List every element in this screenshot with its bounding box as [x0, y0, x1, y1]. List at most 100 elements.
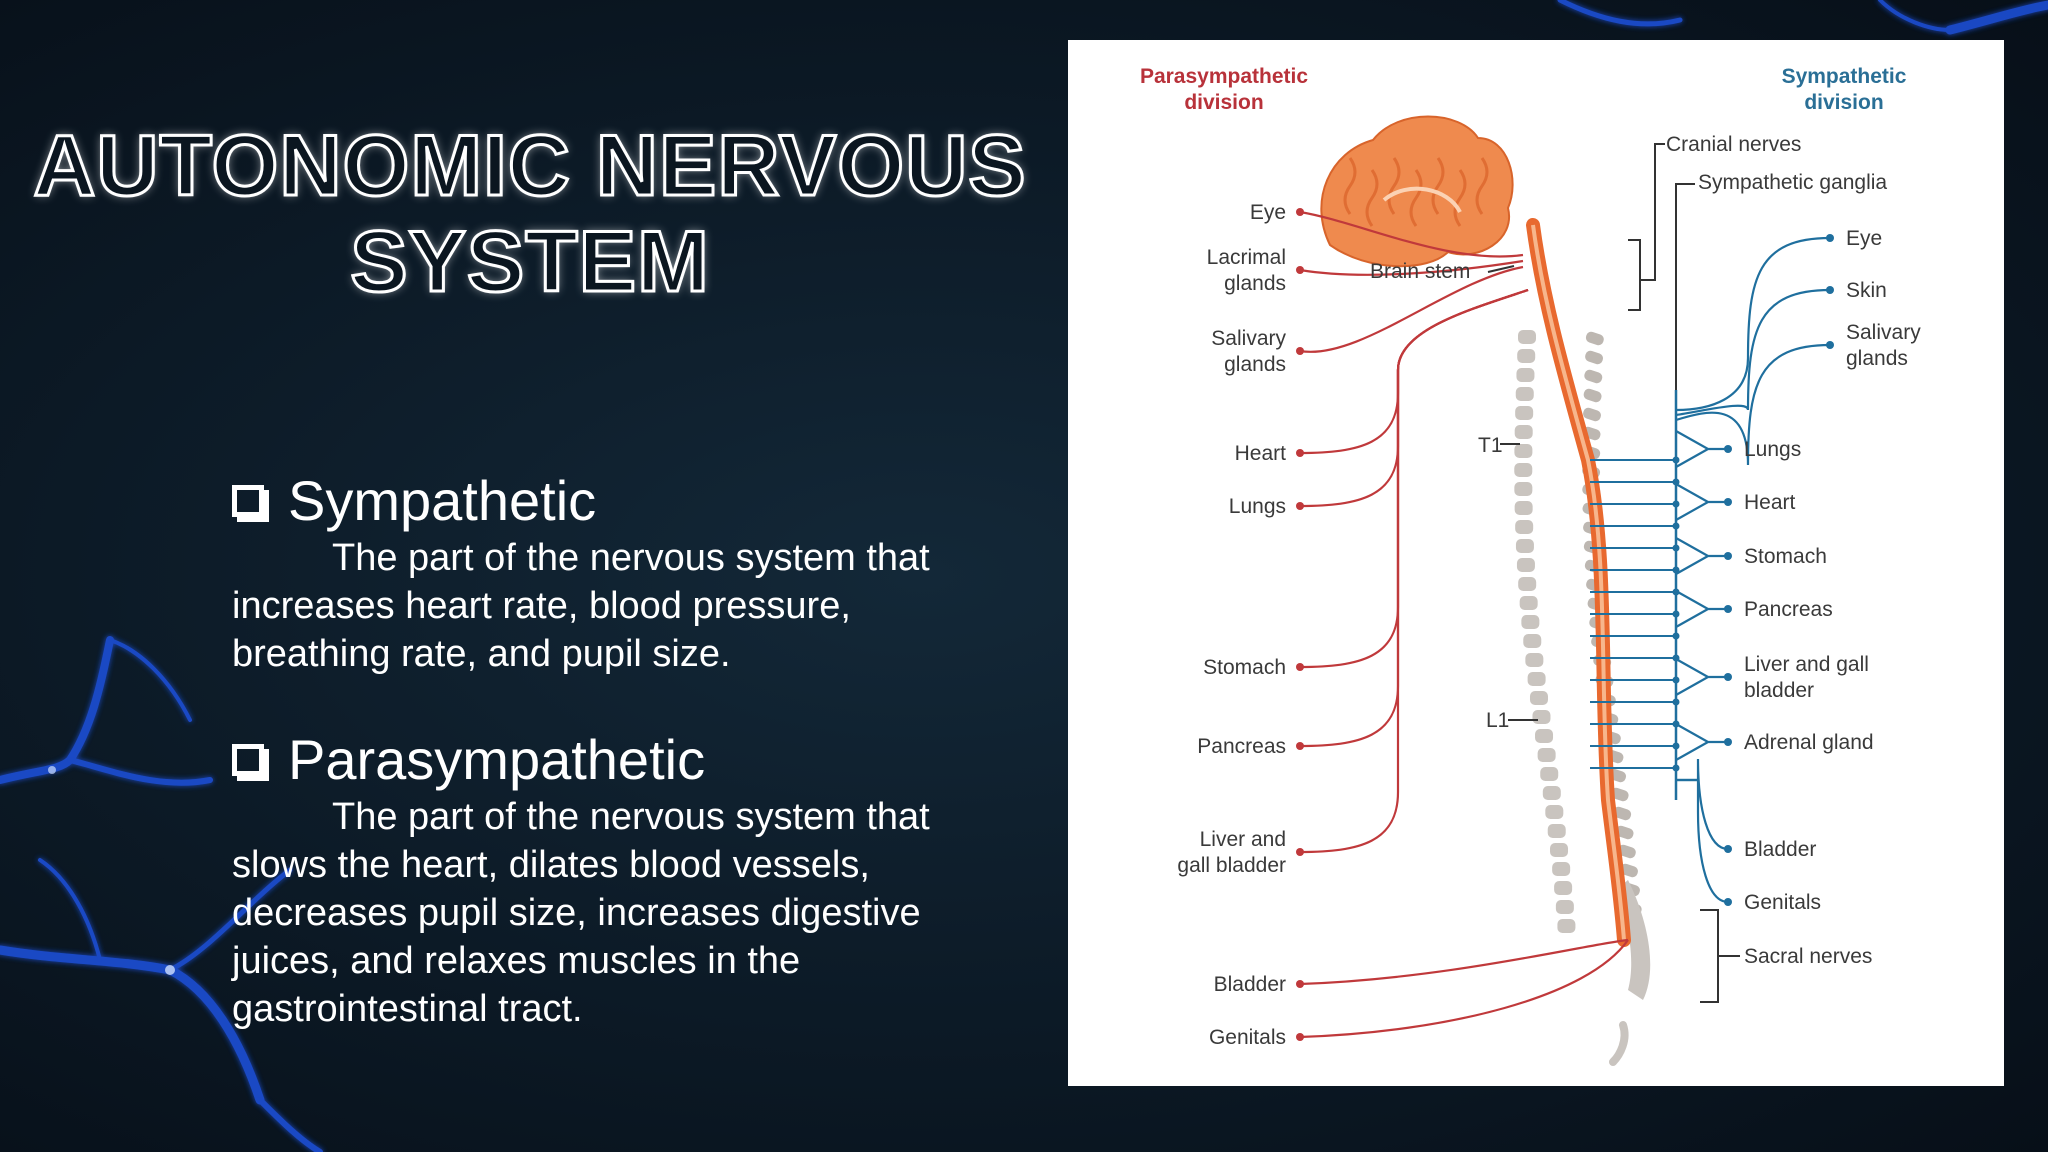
vertebra-process: [1617, 844, 1636, 859]
vertebra-process: [1584, 369, 1603, 384]
vertebra-body: [1517, 349, 1536, 363]
parasympathetic-target-label: Eye: [1250, 201, 1286, 224]
sympathetic-target-label: Skin: [1846, 279, 1887, 302]
vertebra-process: [1585, 350, 1604, 365]
parasympathetic-target-label: Stomach: [1203, 656, 1286, 679]
vertebra-body: [1547, 824, 1566, 838]
parasympathetic-nerve: [1299, 938, 1629, 986]
parasympathetic-pathways: [1296, 208, 1629, 1041]
sympathetic-nerve: [1675, 236, 1831, 412]
sympathetic-nerve: [1675, 343, 1831, 466]
title-line-1: AUTONOMIC NERVOUS: [32, 117, 1027, 216]
sympathetic-ganglion: [1672, 632, 1680, 640]
vertebra-body: [1514, 463, 1533, 477]
ganglia-leader: [1675, 183, 1695, 390]
vertebral-column: [1514, 330, 1651, 1066]
sympathetic-target-label: Adrenal gland: [1744, 731, 1874, 754]
sympathetic-ganglia-label: Sympathetic ganglia: [1698, 171, 1887, 194]
sympathetic-target-label: Genitals: [1744, 891, 1821, 914]
vertebra-body: [1552, 862, 1571, 876]
vertebra-process: [1613, 806, 1632, 821]
parasympathetic-nerve: [1299, 288, 1529, 748]
heading-label: Parasympathetic: [288, 728, 706, 791]
brain-shape: [1320, 115, 1514, 268]
parasympathetic-nerve: [1299, 288, 1529, 854]
sympathetic-nerve: [1675, 430, 1728, 468]
sympathetic-target-label: Eye: [1846, 227, 1882, 250]
brain-fold: [1475, 157, 1489, 215]
sympathetic-ganglion: [1672, 698, 1680, 706]
parasympathetic-nerve: [1299, 210, 1524, 258]
vertebra-body: [1542, 786, 1561, 800]
sympathetic-ganglion: [1672, 566, 1680, 574]
cranial-bracket: [1628, 239, 1641, 311]
sympathetic-ganglion: [1672, 676, 1680, 684]
vertebra-body: [1540, 767, 1559, 781]
vertebra-process: [1615, 825, 1634, 840]
parasympathetic-target-label: Bladder: [1214, 973, 1286, 996]
vertebra-process: [1585, 331, 1604, 346]
brain-fold: [1365, 169, 1379, 227]
checkbox-bullet-icon: [232, 485, 264, 517]
brain-fold: [1387, 157, 1401, 215]
vertebra-body: [1514, 501, 1533, 515]
l1-label: L1: [1486, 709, 1509, 732]
title-line-2: SYSTEM: [349, 213, 711, 312]
vertebra-body: [1519, 596, 1538, 610]
brain-stem-label: Brain stem: [1370, 260, 1470, 283]
sacral-nerves-label: Sacral nerves: [1744, 945, 1872, 968]
sympathetic-pathways: [1590, 234, 1834, 906]
vertebra-body: [1514, 425, 1533, 439]
vertebra-body: [1518, 330, 1536, 344]
vertebra-body: [1518, 577, 1537, 591]
parasympathetic-nerve: [1299, 939, 1629, 1039]
vertebra-process: [1620, 863, 1638, 878]
sympathetic-nerve: [1675, 723, 1728, 761]
vertebra-body: [1550, 843, 1569, 857]
brain-stem-leader: [1487, 265, 1515, 273]
sympathetic-ganglion: [1672, 522, 1680, 530]
sympathetic-nerve: [1675, 537, 1728, 575]
brain-fold: [1409, 169, 1423, 227]
spinal-cord-center: [1531, 224, 1626, 941]
vertebra-body: [1527, 672, 1546, 686]
parasympathetic-nerve: [1299, 288, 1529, 508]
sacral-bracket: [1700, 909, 1740, 1003]
section-description: The part of the nervous system that slow…: [232, 796, 930, 1030]
section-sympathetic: Sympathetic The part of the nervous syst…: [232, 470, 992, 678]
parasympathetic-nerve: [1299, 288, 1529, 669]
parasympathetic-nerve: [1299, 259, 1524, 276]
sympathetic-nerve: [1676, 778, 1729, 904]
brain-illustration: [1320, 115, 1514, 268]
vertebra-body: [1529, 691, 1548, 705]
parasympathetic-target-label: Genitals: [1209, 1026, 1286, 1049]
vertebra-body: [1537, 748, 1556, 762]
vertebra-body: [1545, 805, 1564, 819]
parasympathetic-target-label: Heart: [1235, 442, 1287, 465]
sympathetic-nerve: [1675, 483, 1728, 521]
sympathetic-ganglion: [1672, 764, 1680, 772]
sympathetic-nerve: [1675, 658, 1728, 696]
vertebra-body: [1555, 900, 1574, 914]
vertebra-process: [1610, 787, 1629, 802]
sympathetic-ganglion: [1672, 610, 1680, 618]
cranial-nerves-leader: [1641, 143, 1665, 281]
vertebra-body: [1514, 482, 1533, 496]
section-parasympathetic: Parasympathetic The part of the nervous …: [232, 729, 992, 1033]
vertebra-process: [1583, 407, 1601, 422]
sympathetic-nerve: [1675, 590, 1728, 628]
sympathetic-target-label: Lungs: [1744, 438, 1801, 461]
section-description: The part of the nervous system that incr…: [232, 537, 930, 675]
vertebra-body: [1535, 729, 1554, 743]
vertebra-body: [1532, 710, 1551, 724]
t1-label: T1: [1478, 434, 1503, 457]
